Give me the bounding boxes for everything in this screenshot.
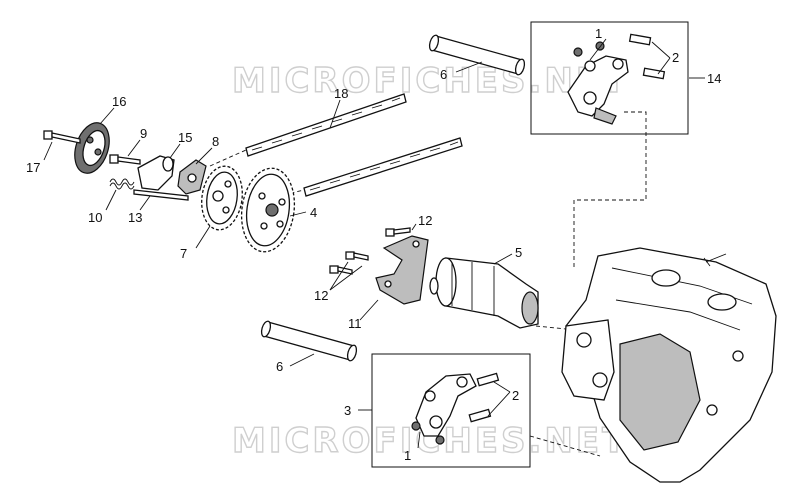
timing-chain-upper [245, 93, 407, 157]
label-3: 3 [344, 403, 351, 418]
guide-dash-lower [529, 435, 601, 457]
label-14: 14 [707, 71, 721, 86]
chain-dash-upper [209, 149, 247, 167]
label-6-lower: 6 [276, 359, 283, 374]
leader-12-lower-a [329, 261, 349, 291]
label-7: 7 [180, 246, 187, 261]
label-1-lower: 1 [404, 448, 411, 463]
leader-1-lower [417, 431, 421, 449]
label-8: 8 [212, 134, 219, 149]
leader-2-lower-a [493, 381, 511, 393]
bolt-9 [109, 154, 141, 165]
label-18: 18 [334, 86, 348, 101]
sprocket-7 [201, 165, 243, 231]
adjuster-screws-upper [628, 33, 666, 80]
label-16: 16 [112, 94, 126, 109]
label-17: 17 [26, 160, 40, 175]
rocker-arm-lower [411, 373, 477, 445]
rocker-arm-upper [567, 41, 629, 125]
leader-15 [169, 143, 181, 159]
label-4: 4 [310, 205, 317, 220]
watermark-top: MICROFICHES.NET [232, 61, 628, 101]
bolt-17 [43, 130, 81, 144]
timing-chain-lower [303, 137, 463, 197]
leader-5 [493, 253, 513, 265]
leader-11 [359, 299, 379, 321]
label-12-upper: 12 [418, 213, 432, 228]
screw-12-upper [385, 227, 411, 237]
leader-6-lower [289, 353, 315, 367]
rocker-shaft-lower [260, 320, 358, 362]
leader-2-upper-a [651, 41, 671, 59]
label-12-lower: 12 [314, 288, 328, 303]
leader-12-lower-b [329, 265, 363, 291]
cover-plate [74, 122, 110, 174]
leader-10 [105, 189, 117, 211]
spring-10 [109, 178, 135, 190]
adjuster-screws-lower [468, 372, 500, 423]
label-9: 9 [140, 126, 147, 141]
label-15: 15 [178, 130, 192, 145]
label-13: 13 [128, 210, 142, 225]
camshaft-5 [429, 257, 539, 329]
screws-12-lower [329, 251, 369, 275]
leader-16 [99, 107, 115, 125]
rocker-shaft-upper [428, 34, 526, 76]
cylinder-head [561, 247, 777, 483]
retainer-plate-11 [375, 235, 429, 305]
leader-6-upper [455, 61, 483, 73]
rocker-assembly-box-lower [371, 353, 531, 468]
leader-8 [195, 147, 213, 165]
tensioner-assembly [133, 155, 207, 201]
label-2-upper: 2 [672, 50, 679, 65]
leader-13 [139, 195, 151, 211]
label-11: 11 [348, 316, 362, 331]
leader-17 [43, 141, 53, 161]
leader-2-lower-b [487, 391, 511, 417]
sprocket-4 [240, 167, 296, 253]
label-6-upper: 6 [440, 67, 447, 82]
leader-9 [127, 139, 141, 157]
label-2-lower: 2 [512, 388, 519, 403]
label-10: 10 [88, 210, 102, 225]
label-5: 5 [515, 245, 522, 260]
leader-12-upper [411, 223, 417, 231]
leader-18 [329, 99, 341, 129]
rocker-assembly-box-upper [530, 21, 689, 135]
leader-2-upper-b [657, 57, 671, 75]
leader-4 [289, 211, 307, 217]
guide-dash-upper [573, 111, 647, 270]
leader-1-upper [589, 38, 607, 61]
leader-7 [195, 225, 211, 249]
label-1-upper: 1 [595, 26, 602, 41]
